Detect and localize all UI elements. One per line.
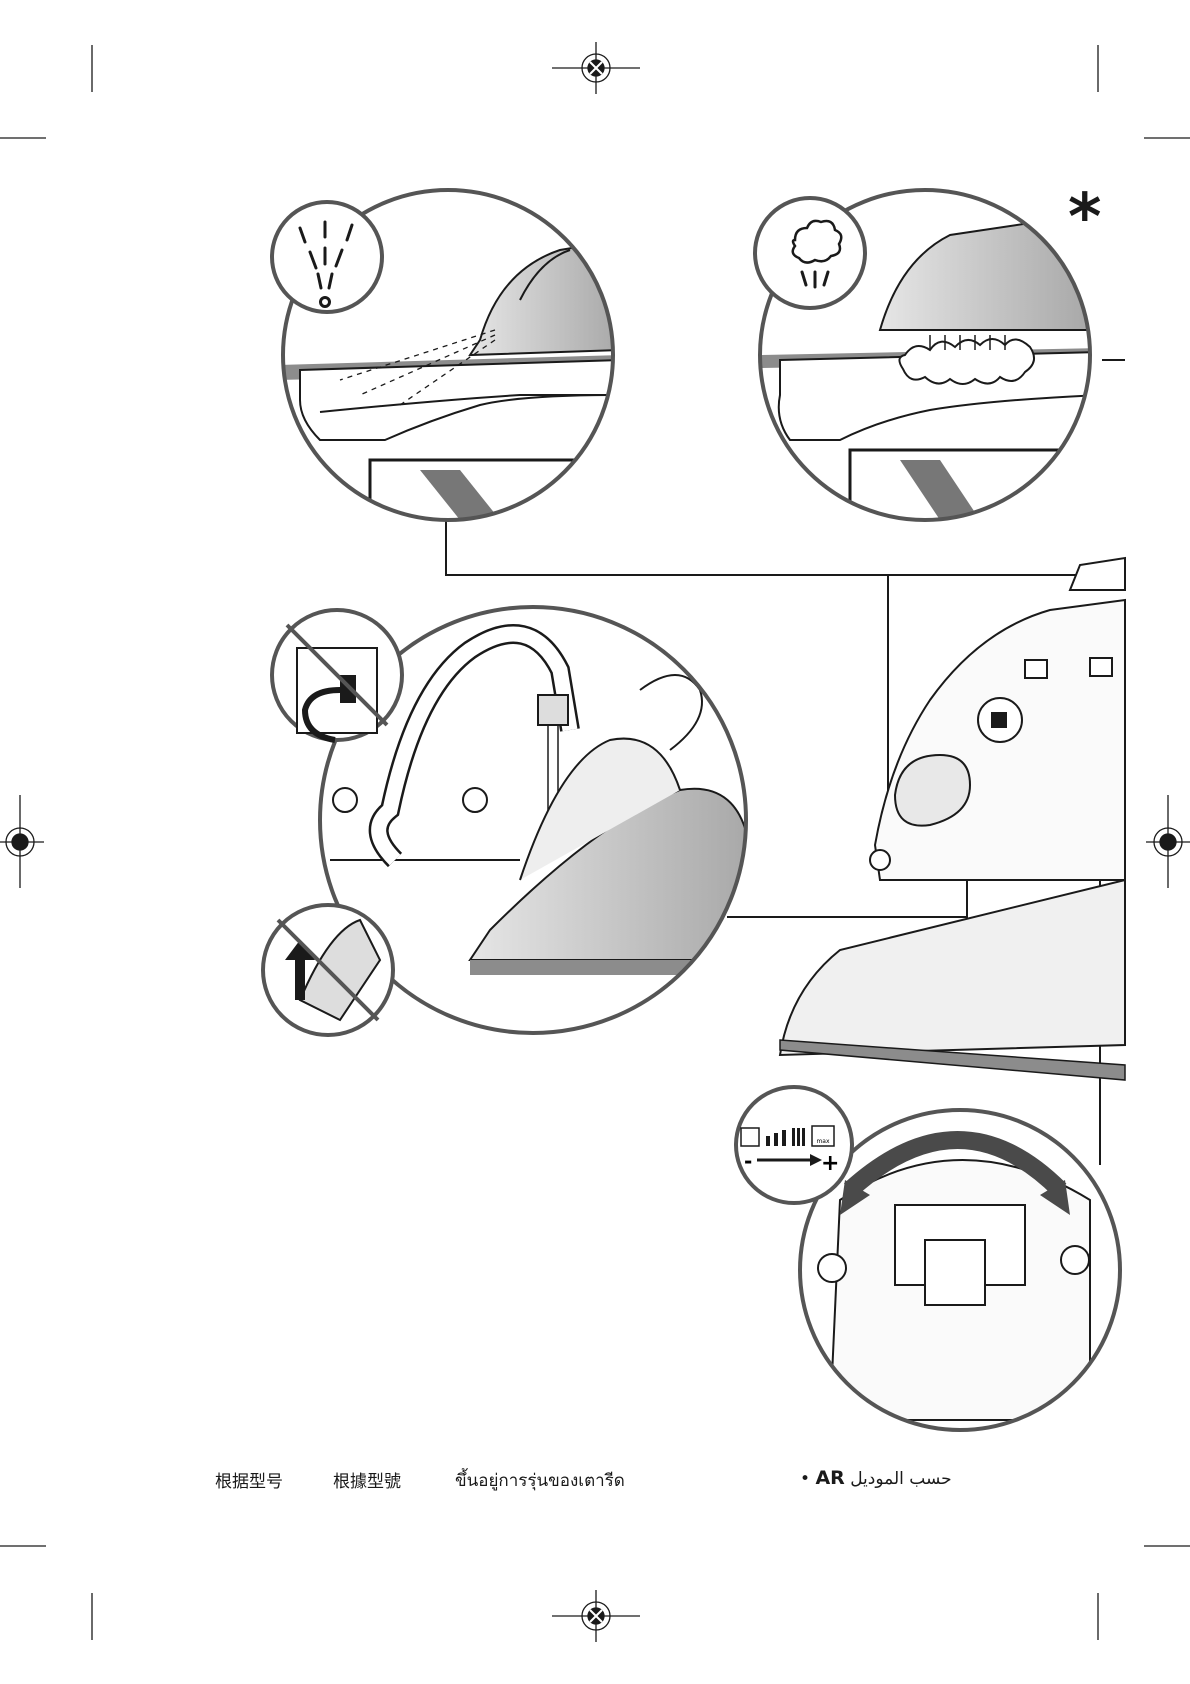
dial-min-sign: - (744, 1149, 752, 1173)
fill-tap-illustration (261, 605, 748, 1037)
no-remove-tank-icon (261, 903, 395, 1037)
spray-illustration (270, 188, 615, 522)
steam-dial-icon: max - + (734, 1085, 854, 1205)
caption-arabic-code: AR (815, 1467, 845, 1489)
caption-thai: ขึ้นอยู่การรุ่นของเตารีด (455, 1471, 625, 1491)
dial-max-sign: + (821, 1151, 839, 1176)
model-dependent-marker: * (1068, 181, 1102, 255)
caption-arabic-text: حسب الموديل (850, 1469, 952, 1489)
iron-illustration (778, 556, 1126, 1081)
registration-mark-right (1146, 795, 1190, 888)
crop-marks (0, 45, 1190, 1640)
steam-dial-illustration: max - + (734, 1085, 1122, 1432)
no-plug-icon (270, 608, 404, 743)
caption-arabic: • AR حسب الموديل (800, 1467, 952, 1489)
registration-mark-bottom (552, 1590, 640, 1642)
dial-max-label: max (816, 1138, 830, 1145)
caption-chinese-traditional: 根據型號 (333, 1472, 401, 1492)
steam-illustration (753, 188, 1092, 522)
registration-mark-top (552, 42, 640, 94)
caption-chinese-simplified: 根据型号 (215, 1472, 283, 1492)
steam-burst-icon (753, 196, 867, 310)
spray-icon (270, 200, 384, 314)
registration-mark-left (0, 795, 44, 888)
caption-arabic-bullet-left: • (800, 1469, 811, 1489)
